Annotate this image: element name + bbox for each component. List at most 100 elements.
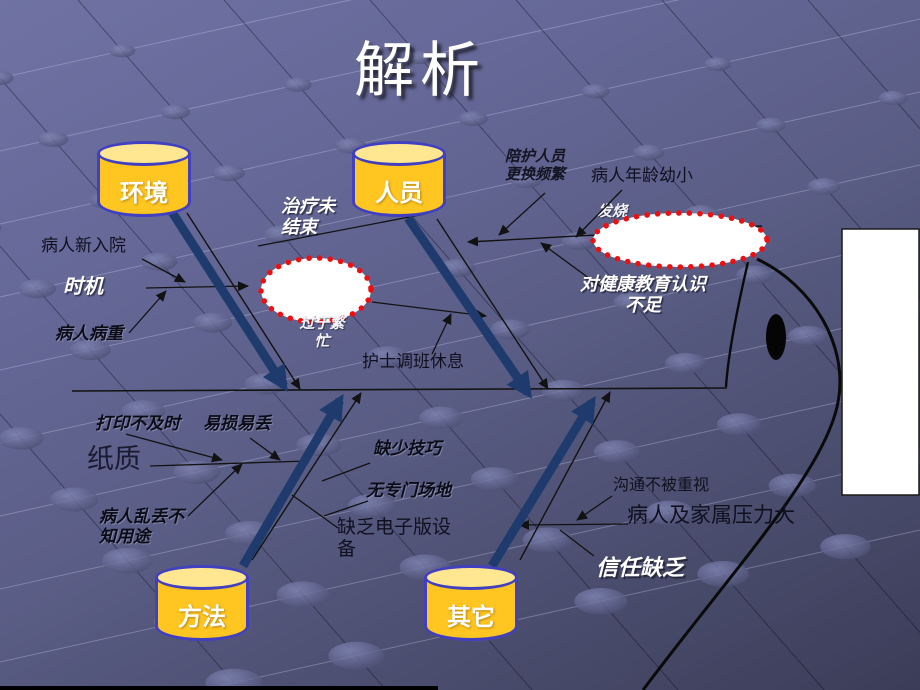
grid-bump [419, 406, 464, 429]
grid-bump [807, 178, 841, 195]
grid-dark-line [807, 0, 920, 130]
environment-branch-line [186, 212, 301, 390]
new-admission-pointer [141, 258, 186, 283]
patient-new-admission-label: 病人新入院 [41, 236, 126, 255]
fish-eye [766, 314, 786, 360]
nurse-shift-pointer [431, 313, 452, 355]
health-education-pointer [540, 242, 602, 288]
grid-bump [192, 312, 233, 333]
category-cylinder-environment: 环境 [97, 141, 191, 217]
caregiver-turnover-pointer [498, 192, 546, 236]
grid-bump [574, 587, 628, 615]
grid-bump [141, 252, 178, 271]
no-dedicated-space-label: 无专门场地 [366, 481, 451, 500]
cylinder-top [97, 141, 191, 166]
personnel-branch-line [436, 218, 549, 390]
cylinder-body [97, 153, 191, 217]
grid-bump [50, 487, 99, 512]
grid-bump [367, 346, 409, 367]
grid-bump [509, 171, 543, 188]
grid-light-line [0, 383, 920, 590]
grid-bump [704, 57, 732, 71]
category-cylinder-other: 其它 [424, 565, 518, 641]
method-arrow [239, 393, 344, 569]
patient-discards-pointer [187, 463, 243, 517]
environment-arrow [168, 209, 288, 392]
grid-bump [37, 131, 69, 147]
treatment-unfinished-pointer [257, 213, 426, 247]
grid-light-line [0, 0, 353, 79]
grid-bump [205, 668, 263, 690]
grid-bump [160, 104, 191, 120]
grid-light-line [0, 456, 920, 663]
lack-skills-pointer [321, 462, 371, 482]
patient-critical-pointer [128, 290, 167, 334]
redaction-oval-small [258, 255, 374, 325]
no-space-pointer [323, 500, 369, 517]
grid-bump [121, 400, 166, 422]
family-pressure-label: 病人及家属压力大 [627, 503, 795, 527]
bottom-black-strip [0, 686, 438, 690]
print-delay-label: 打印不及时 [95, 414, 180, 433]
grid-bump [328, 641, 384, 670]
no-electronic-pointer [291, 494, 339, 529]
communication-ignored-label: 沟通不被重视 [613, 477, 710, 494]
grid-dark-line [0, 413, 241, 690]
grid-bump [0, 71, 14, 85]
grid-dark-line [661, 0, 920, 298]
grid-bump [665, 352, 707, 374]
fish-head-outline-curve [641, 257, 842, 690]
grid-bump [0, 224, 2, 231]
cylinder-top [155, 565, 249, 590]
grid-bump [470, 467, 518, 491]
communication-pointer [576, 495, 613, 521]
easily-damaged-pointer [249, 437, 281, 461]
fish-head-inner-curve [724, 261, 750, 388]
print-delay-pointer [125, 433, 223, 463]
grid-bump [522, 527, 573, 553]
grid-bump [593, 440, 640, 464]
category-label-other: 其它 [447, 604, 495, 631]
category-label-personnel: 人员 [375, 180, 423, 207]
grid-bump [697, 561, 749, 587]
lack-skills-label: 缺少技巧 [373, 439, 441, 458]
patient-critical-label: 病人病重 [55, 324, 123, 343]
grid-bump [102, 547, 153, 574]
grid-bump [645, 500, 695, 525]
category-cylinder-personnel: 人员 [352, 141, 446, 217]
paper-label: 纸质 [87, 444, 141, 474]
grid-bump [406, 50, 434, 65]
cylinder-top [424, 565, 518, 590]
timing-label: 时机 [63, 276, 103, 298]
category-label-environment: 环境 [120, 180, 168, 207]
trust-lacking-label: 信任缺乏 [596, 555, 685, 580]
grid-bump [173, 460, 220, 484]
grid-light-line [0, 0, 680, 152]
too-busy-label: 过于繁 忙 [299, 316, 345, 350]
other-branch-line [519, 391, 611, 561]
trust-lacking-pointer [559, 529, 595, 557]
grid-bump [490, 319, 531, 340]
grid-bump [458, 111, 488, 127]
grid-bump [613, 292, 652, 312]
too-busy-pointer [371, 301, 487, 320]
category-cylinder-method: 方法 [155, 565, 249, 641]
category-label-method: 方法 [178, 604, 226, 631]
other-arrow [488, 396, 596, 569]
grid-bump [18, 279, 57, 299]
easily-damaged-lost-label: 易损易丢 [203, 414, 271, 433]
family-pressure-pointer [518, 519, 629, 530]
grid-bump [755, 117, 786, 133]
grid-bump [716, 413, 762, 436]
grid-bump [542, 379, 585, 402]
grid-bump [283, 77, 312, 92]
redaction-oval-large [590, 210, 770, 270]
spine-line [71, 387, 728, 392]
grid-bump [264, 225, 300, 244]
no-electronic-device-label: 缺乏电子版设 备 [337, 517, 452, 561]
caregiver-turnover-label: 陪护人员 更换频繁 [505, 149, 566, 183]
treatment-unfinished-label: 治疗未 结束 [281, 196, 335, 238]
timing-pointer [145, 281, 249, 292]
